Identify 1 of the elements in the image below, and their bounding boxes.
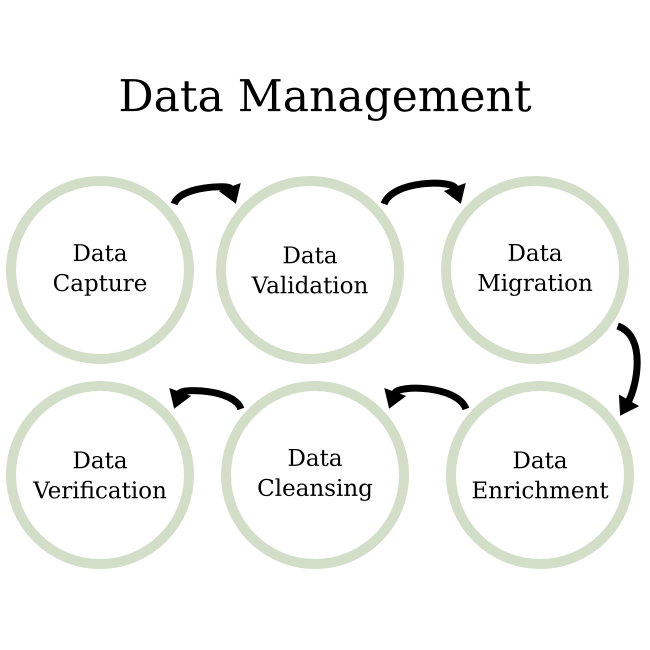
title: Data Management <box>120 79 532 121</box>
